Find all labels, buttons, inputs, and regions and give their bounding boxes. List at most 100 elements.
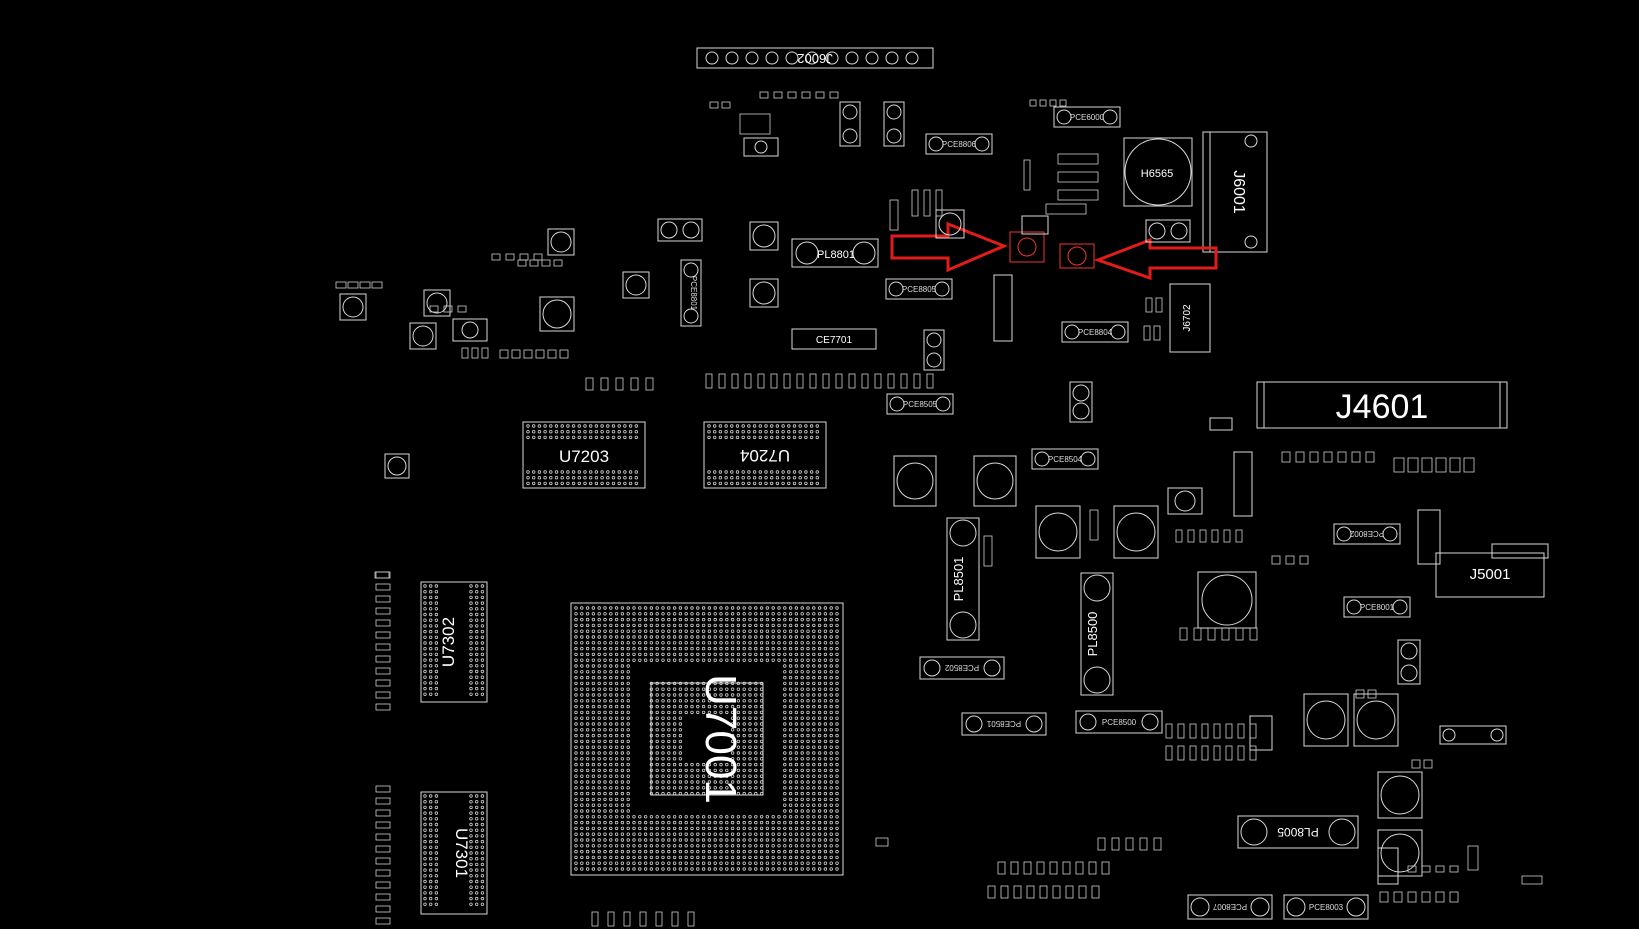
ball	[585, 762, 590, 767]
ball	[817, 733, 822, 738]
chip-u7001-bga[interactable]: U7001	[570, 602, 844, 876]
mount-hole-h6565[interactable]: H6565	[1123, 137, 1193, 207]
ball	[719, 820, 723, 825]
connector-j5001[interactable]: J5001	[1435, 552, 1545, 598]
ball	[620, 780, 625, 784]
ball	[609, 716, 613, 720]
ball	[632, 641, 636, 645]
ball	[759, 820, 764, 825]
component-pad	[542, 299, 572, 329]
highlighted-part-right[interactable]	[1059, 243, 1095, 269]
capacitor-pce8007[interactable]: PCE8007	[1187, 894, 1273, 920]
ball	[713, 635, 717, 639]
ball	[771, 849, 775, 854]
capacitor-ce7701[interactable]: CE7701	[791, 328, 877, 350]
ball	[649, 844, 654, 848]
chip-u7301[interactable]: U7301	[420, 791, 488, 915]
capacitor-pce8806[interactable]: PCE8806	[925, 133, 993, 155]
capacitor-pce8801[interactable]: PCE8801	[680, 259, 702, 327]
component-outline	[1249, 715, 1273, 751]
chip-u7302[interactable]: U7302	[420, 581, 488, 703]
ball	[603, 844, 607, 848]
ball	[423, 652, 427, 657]
ball	[434, 686, 439, 691]
ball	[606, 424, 610, 428]
ball	[788, 786, 793, 790]
ball	[800, 635, 804, 639]
ball	[591, 658, 596, 662]
connector-j6702[interactable]: J6702	[1169, 283, 1211, 353]
capacitor-pce8501[interactable]: PCE8501	[961, 712, 1047, 736]
ball	[783, 722, 787, 726]
capacitor-pce8502[interactable]: PCE8502	[919, 656, 1005, 680]
chip-u7204[interactable]: U7204	[703, 421, 827, 489]
ball	[423, 641, 427, 645]
ball	[835, 780, 839, 784]
connector-j6001[interactable]: J6001	[1202, 131, 1268, 253]
ball	[574, 739, 578, 744]
capacitor-pce8804[interactable]: PCE8804	[1061, 321, 1129, 343]
connector-j6002[interactable]: J6002	[696, 47, 934, 69]
capacitor-pce8805[interactable]: PCE8805	[885, 278, 953, 300]
ball	[754, 739, 758, 744]
ball	[823, 733, 828, 738]
inductor-pl8500[interactable]: PL8500	[1080, 572, 1114, 696]
ball	[829, 716, 833, 720]
highlighted-part-left[interactable]	[1009, 231, 1045, 263]
passive-pad	[1521, 875, 1543, 885]
ball	[684, 844, 688, 848]
ball	[713, 687, 717, 691]
passive-pad	[517, 259, 527, 267]
capacitor-pce6000[interactable]: PCE6000	[1053, 106, 1121, 128]
ball	[554, 430, 559, 434]
capacitor-pce8505[interactable]: PCE8505	[886, 393, 954, 415]
chip-u7203[interactable]: U7203	[522, 421, 646, 489]
ball	[620, 722, 625, 726]
ball	[475, 601, 479, 605]
ball	[817, 786, 822, 790]
ball	[626, 716, 630, 720]
capacitor-pce8500[interactable]: PCE8500	[1075, 710, 1163, 734]
capacitor-pce8001[interactable]: PCE8001	[1343, 596, 1411, 618]
ball	[638, 635, 642, 639]
ball	[783, 844, 787, 848]
ball	[591, 768, 596, 773]
ball	[469, 885, 473, 889]
ball	[812, 710, 816, 715]
inductor-pl8005[interactable]: PL8005	[1237, 815, 1359, 849]
ball	[823, 791, 828, 796]
ball	[747, 430, 751, 434]
ball	[690, 849, 694, 854]
ball	[661, 780, 665, 784]
ball	[661, 867, 665, 871]
capacitor-pce8504[interactable]: PCE8504	[1031, 448, 1099, 470]
ball	[783, 635, 787, 639]
inductor-pl8801[interactable]: PL8801	[791, 238, 879, 268]
ball	[684, 646, 688, 651]
ball	[817, 664, 822, 668]
ball	[684, 815, 688, 819]
ball	[800, 646, 804, 651]
ball	[713, 612, 717, 616]
ball	[429, 669, 433, 674]
connector-j4601[interactable]: J4601	[1256, 381, 1508, 429]
passive-pad	[1029, 99, 1037, 107]
ball	[713, 815, 717, 819]
capacitor-pce8002[interactable]: PCE8002	[1333, 523, 1401, 545]
ball	[603, 803, 607, 807]
ball	[823, 815, 828, 819]
ball	[423, 595, 427, 600]
inductor-pl8501[interactable]: PL8501	[946, 517, 980, 641]
ball	[429, 652, 433, 657]
ball	[554, 476, 559, 480]
ball	[817, 809, 822, 813]
ball	[736, 612, 741, 616]
ball	[434, 624, 439, 628]
capacitor-pce8003[interactable]: PCE8003	[1283, 894, 1369, 920]
ball	[835, 826, 839, 831]
ball	[783, 658, 787, 662]
ball	[748, 751, 752, 755]
ball	[475, 635, 479, 639]
ball	[585, 815, 590, 819]
